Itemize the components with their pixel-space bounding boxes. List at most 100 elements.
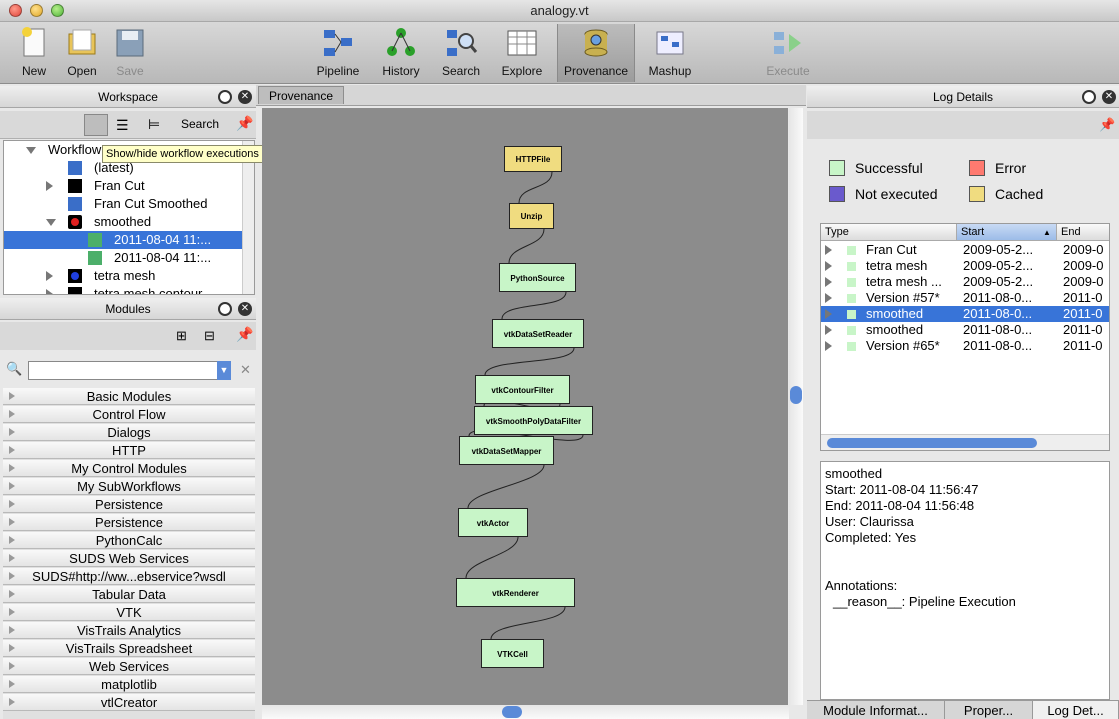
show-executions-toggle-icon[interactable] [84, 114, 108, 136]
expand-arrow-icon [9, 698, 15, 706]
expand-all-icon[interactable]: ⊞ [176, 328, 187, 343]
tab-properties[interactable]: Proper... [945, 701, 1033, 719]
execute-button[interactable]: Execute [765, 24, 811, 82]
pipeline-module[interactable]: vtkRenderer [456, 578, 575, 607]
tree-item-execution[interactable]: 2011-08-04 11:... [4, 231, 244, 249]
module-category[interactable]: VTK [3, 604, 255, 621]
module-category[interactable]: SUDS Web Services [3, 550, 255, 567]
module-category[interactable]: HTTP [3, 442, 255, 459]
new-button[interactable]: New [14, 24, 54, 82]
pipeline-module[interactable]: vtkSmoothPolyDataFilter [474, 406, 593, 435]
column-header-end[interactable]: End [1057, 224, 1109, 241]
tree-item-label: (latest) [94, 160, 134, 175]
pipeline-module[interactable]: vtkActor [458, 508, 528, 537]
explore-button[interactable]: Explore [497, 24, 547, 82]
tree-item-fran-cut[interactable]: Fran Cut [4, 177, 244, 195]
tree-item-fran-cut-smoothed[interactable]: Fran Cut Smoothed [4, 195, 244, 213]
tab-log-details[interactable]: Log Det... [1033, 701, 1119, 719]
search-options-dropdown[interactable]: ▼ [217, 361, 231, 380]
float-panel-icon[interactable] [1082, 90, 1096, 104]
tooltip: Show/hide workflow executions [102, 145, 278, 163]
log-row[interactable]: Version #65*2011-08-0...2011-0 [821, 338, 1109, 354]
module-category[interactable]: VisTrails Analytics [3, 622, 255, 639]
tree-item-execution[interactable]: 2011-08-04 11:... [4, 249, 244, 267]
tree-item-tetra-mesh[interactable]: tetra mesh [4, 267, 244, 285]
tree-scrollbar[interactable] [242, 141, 254, 294]
save-button[interactable]: Save [110, 24, 150, 82]
pipeline-module[interactable]: HTTPFile [504, 146, 562, 172]
pipeline-module[interactable]: Unzip [509, 203, 554, 229]
module-category[interactable]: Dialogs [3, 424, 255, 441]
log-horizontal-scrollbar[interactable] [821, 434, 1109, 450]
open-button[interactable]: Open [62, 24, 102, 82]
canvas-horizontal-scrollbar[interactable] [262, 705, 789, 719]
close-window-button[interactable] [9, 4, 22, 17]
close-panel-icon[interactable]: ✕ [238, 90, 252, 104]
module-category[interactable]: PythonCalc [3, 532, 255, 549]
mashup-button[interactable]: Mashup [645, 24, 695, 82]
module-category[interactable]: matplotlib [3, 676, 255, 693]
pipeline-button[interactable]: Pipeline [312, 24, 364, 82]
pin-icon[interactable]: 📌 [236, 326, 254, 342]
provenance-button[interactable]: Provenance [557, 24, 635, 82]
log-title: Log Details [932, 90, 994, 104]
tree-item-latest[interactable]: (latest) [4, 159, 244, 177]
column-header-start[interactable]: Start▲ [957, 224, 1057, 241]
pin-icon[interactable]: 📌 [236, 115, 254, 131]
module-category[interactable]: My Control Modules [3, 460, 255, 477]
pipeline-module[interactable]: VTKCell [481, 639, 544, 668]
execution-detail: smoothed Start: 2011-08-04 11:56:47 End:… [820, 461, 1110, 700]
tab-provenance[interactable]: Provenance [258, 86, 344, 104]
log-row[interactable]: Version #57*2011-08-0...2011-0 [821, 290, 1109, 306]
pipeline-module-label: HTTPFile [515, 155, 551, 164]
tab-module-information[interactable]: Module Informat... [807, 701, 945, 719]
pipeline-module[interactable]: vtkDataSetReader [492, 319, 584, 348]
float-panel-icon[interactable] [218, 90, 232, 104]
module-category[interactable]: vtlCreator [3, 694, 255, 711]
close-panel-icon[interactable]: ✕ [238, 302, 252, 316]
column-header-type[interactable]: Type [821, 224, 957, 241]
module-category[interactable]: Tabular Data [3, 586, 255, 603]
pipeline-module[interactable]: PythonSource [499, 263, 576, 292]
minimize-window-button[interactable] [30, 4, 43, 17]
module-category[interactable]: SUDS#http://ww...ebservice?wsdl [3, 568, 255, 585]
list-view-icon[interactable]: ☰ [116, 117, 129, 133]
collapse-all-icon[interactable]: ⊟ [204, 328, 215, 343]
pipeline-module[interactable]: vtkDataSetMapper [459, 436, 554, 465]
window-title: analogy.vt [530, 3, 589, 18]
legend-swatch [969, 186, 985, 202]
log-row[interactable]: tetra mesh ...2009-05-2...2009-0 [821, 274, 1109, 290]
pin-icon[interactable]: 📌 [1099, 117, 1116, 132]
scroll-thumb[interactable] [827, 438, 1037, 448]
canvas-vertical-scrollbar[interactable] [789, 108, 803, 705]
module-search-input[interactable] [28, 361, 218, 380]
module-category[interactable]: Control Flow [3, 406, 255, 423]
thumbnail-icon [68, 179, 82, 193]
tree-view-icon[interactable]: ⊨ [148, 116, 161, 132]
module-category[interactable]: Persistence [3, 496, 255, 513]
module-category[interactable]: Persistence [3, 514, 255, 531]
scroll-thumb[interactable] [502, 706, 522, 718]
module-category[interactable]: Web Services [3, 658, 255, 675]
history-button[interactable]: History [378, 24, 424, 82]
module-category[interactable]: My SubWorkflows [3, 478, 255, 495]
status-swatch [847, 326, 856, 335]
search-button[interactable]: Search [438, 24, 484, 82]
close-panel-icon[interactable]: ✕ [1102, 90, 1116, 104]
module-category[interactable]: Basic Modules [3, 388, 255, 405]
scroll-thumb[interactable] [790, 386, 802, 404]
tree-item-workflow[interactable]: Workflow [4, 141, 244, 159]
tree-item-tetra-mesh-contour[interactable]: tetra mesh contour [4, 285, 244, 294]
zoom-window-button[interactable] [51, 4, 64, 17]
clear-search-icon[interactable]: ✕ [240, 362, 251, 377]
tree-item-smoothed[interactable]: smoothed [4, 213, 244, 231]
workspace-search-button[interactable]: Search [181, 117, 220, 131]
float-panel-icon[interactable] [218, 302, 232, 316]
module-category[interactable]: VisTrails Spreadsheet [3, 640, 255, 657]
pipeline-module[interactable]: vtkContourFilter [475, 375, 570, 404]
